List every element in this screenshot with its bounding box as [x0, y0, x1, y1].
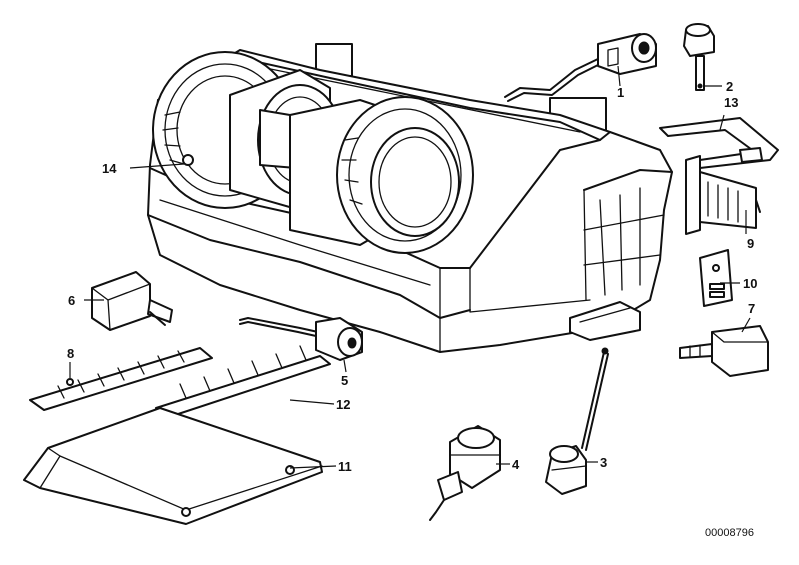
part-3-switch — [545, 347, 609, 495]
callout-13: 13 — [724, 95, 738, 110]
callout-numbers: 1 2 3 4 5 6 7 8 9 10 11 12 13 14 — [67, 79, 757, 474]
callout-12: 12 — [336, 397, 350, 412]
callout-4: 4 — [512, 457, 520, 472]
part-8-strip — [29, 347, 213, 411]
blower-housing — [147, 43, 673, 353]
part-5-switch — [239, 317, 363, 361]
callout-7: 7 — [748, 301, 755, 316]
callout-1: 1 — [617, 85, 624, 100]
part-4-switch — [429, 425, 501, 521]
part-6-resistor — [91, 271, 173, 331]
part-10-plate — [699, 249, 733, 307]
part-9-bracket — [685, 155, 761, 235]
callout-3: 3 — [600, 455, 607, 470]
callout-10: 10 — [743, 276, 757, 291]
callout-14: 14 — [102, 161, 117, 176]
part-11-cover — [23, 407, 323, 525]
callout-2: 2 — [726, 79, 733, 94]
part-1-switch — [504, 33, 657, 102]
callout-6: 6 — [68, 293, 75, 308]
part-2-actuator — [683, 23, 715, 91]
part-7-valve — [679, 325, 769, 377]
callout-11: 11 — [338, 459, 352, 474]
part-13-bracket — [659, 117, 779, 169]
leader-lines — [69, 65, 751, 469]
document-number: 00008796 — [705, 527, 754, 539]
callout-9: 9 — [747, 236, 754, 251]
callout-5: 5 — [341, 373, 348, 388]
callout-8: 8 — [67, 346, 74, 361]
